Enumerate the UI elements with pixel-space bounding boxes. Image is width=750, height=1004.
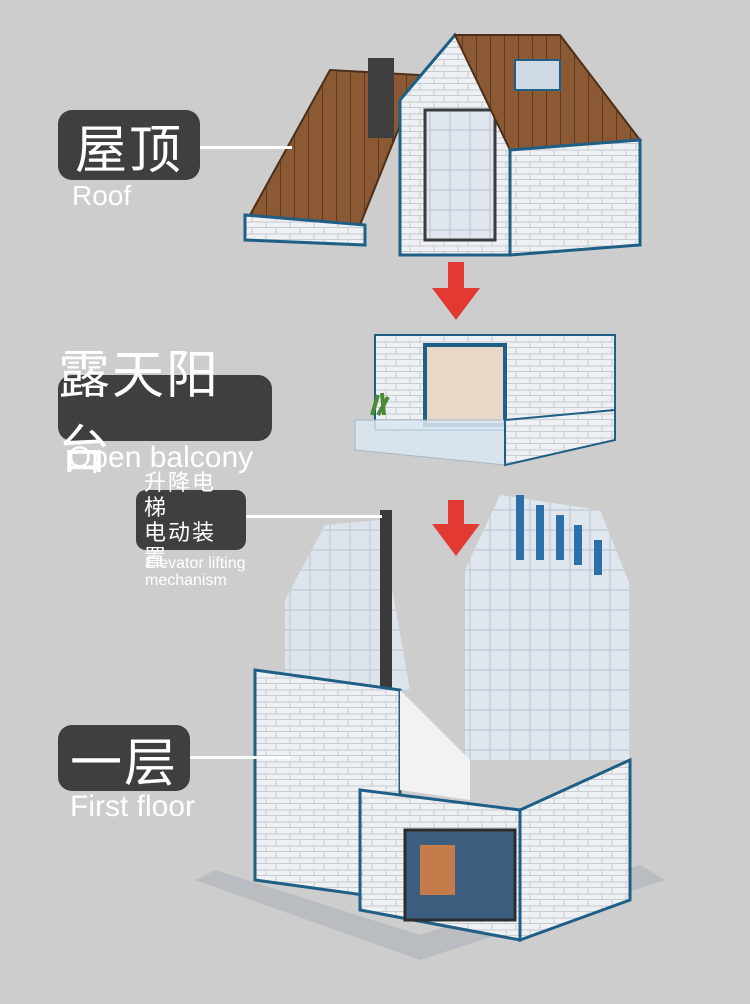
balcony-label-en: Open balcony: [68, 441, 254, 474]
first-floor-label-cn: 一层: [58, 725, 190, 793]
elevator-label-en-line1: Elevator lifting: [145, 555, 246, 572]
first-floor-label-en: First floor: [70, 790, 196, 823]
elevator-label-cn-line1: 升降电梯: [144, 470, 217, 520]
elevator-label-en: Elevator lifting mechanism: [145, 555, 246, 589]
first-floor-module: [195, 495, 665, 960]
elevator-label-en-line2: mechanism: [145, 572, 227, 589]
elevator-label-cn: 升降电梯 电动装置: [136, 470, 246, 570]
roof-label-cn: 屋顶: [58, 110, 200, 180]
roof-label-en: Roof: [72, 180, 132, 211]
elevator-pointer-line: [246, 515, 382, 518]
balcony-module: [354, 334, 616, 467]
balcony-label-cn: 露天阳台: [58, 347, 272, 480]
roof-module: [243, 32, 642, 257]
down-arrow-icon: [432, 262, 480, 320]
roof-pointer-line: [200, 146, 292, 149]
down-arrow-icon: [432, 500, 480, 556]
first-floor-pointer-line: [190, 756, 290, 759]
elevator-label-cn-line2: 电动装置: [144, 520, 217, 570]
